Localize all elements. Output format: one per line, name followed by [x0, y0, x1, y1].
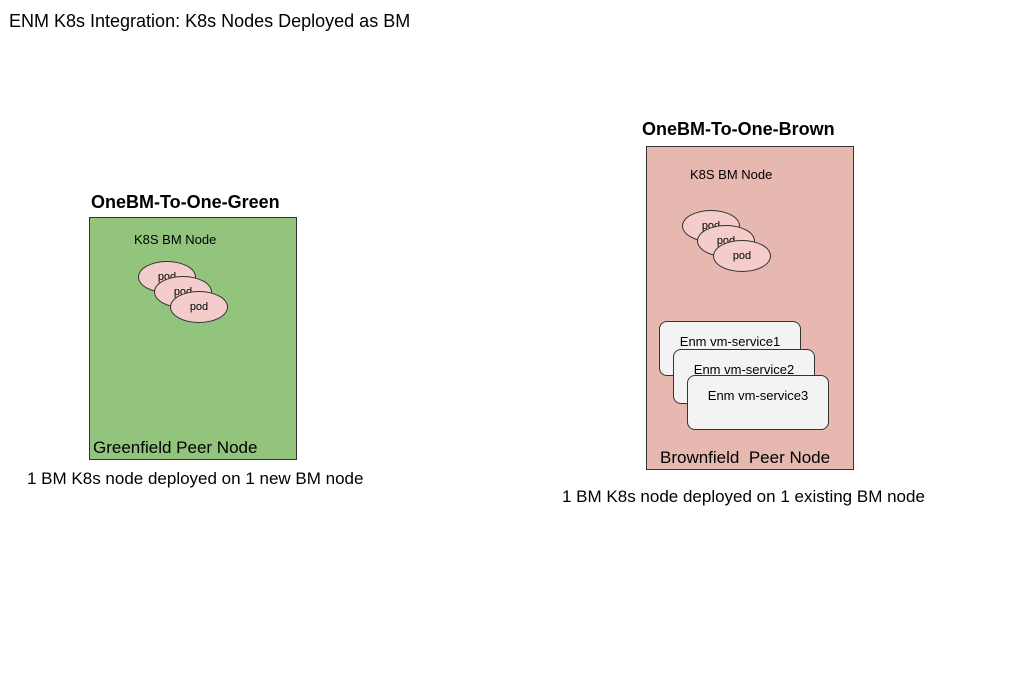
green-k8s-node-label: K8S BM Node [134, 232, 217, 247]
greenfield-peer-label: Greenfield Peer Node [93, 438, 258, 457]
brown-diagram-title: OneBM-To-One-Brown [642, 119, 835, 139]
green-pod-3: pod [170, 291, 228, 323]
green-caption: 1 BM K8s node deployed on 1 new BM node [27, 469, 364, 488]
enm-vm-service-3: Enm vm-service3 [687, 375, 829, 430]
brown-pod-3: pod [713, 240, 771, 272]
greenfield-peer-node-box [89, 217, 297, 460]
brown-k8s-node-label: K8S BM Node [690, 167, 773, 182]
page-title: ENM K8s Integration: K8s Nodes Deployed … [9, 11, 411, 31]
green-diagram-title: OneBM-To-One-Green [91, 192, 280, 212]
brownfield-peer-label: Brownfield Peer Node [660, 448, 831, 467]
brown-caption: 1 BM K8s node deployed on 1 existing BM … [562, 487, 925, 506]
